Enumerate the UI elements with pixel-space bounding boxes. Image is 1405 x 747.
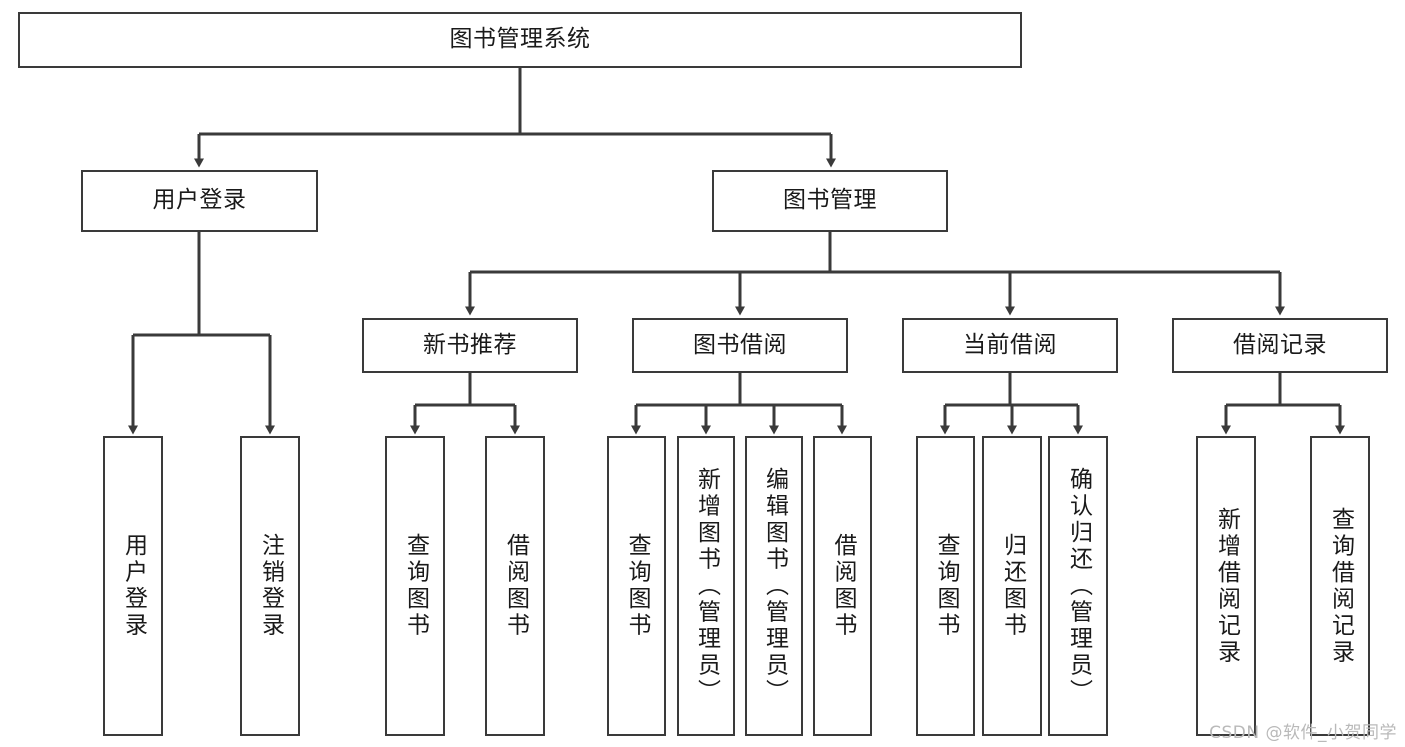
node-current-borrow[interactable]: 当前借阅: [902, 318, 1118, 373]
node-leaf-query-book-cur[interactable]: 查询图书: [916, 436, 975, 736]
node-leaf-borrow-book-rec-label: 借阅图书: [502, 533, 529, 639]
node-leaf-confirm-return[interactable]: 确认归还（管理员）: [1048, 436, 1108, 736]
node-leaf-user-login-label: 用户登录: [120, 533, 147, 639]
node-leaf-borrow-book-label: 借阅图书: [830, 533, 856, 639]
node-book-manage-label: 图书管理: [783, 187, 877, 214]
node-leaf-query-book[interactable]: 查询图书: [607, 436, 666, 736]
node-leaf-user-login[interactable]: 用户登录: [103, 436, 163, 736]
node-leaf-query-book-rec[interactable]: 查询图书: [385, 436, 445, 736]
node-leaf-query-book-cur-label: 查询图书: [933, 533, 959, 639]
node-book-borrow-label: 图书借阅: [693, 331, 787, 358]
node-leaf-query-record-label: 查询借阅记录: [1327, 506, 1354, 666]
node-user-login[interactable]: 用户登录: [81, 170, 318, 232]
node-root-label: 图书管理系统: [449, 26, 591, 53]
node-leaf-add-book-label: 新增图书（管理员）: [693, 466, 720, 706]
node-leaf-query-record[interactable]: 查询借阅记录: [1310, 436, 1370, 736]
node-leaf-return-book-label: 归还图书: [999, 533, 1026, 639]
node-new-book-rec[interactable]: 新书推荐: [362, 318, 578, 373]
node-leaf-confirm-return-label: 确认归还（管理员）: [1065, 466, 1092, 706]
node-book-borrow[interactable]: 图书借阅: [632, 318, 848, 373]
node-borrow-record-label: 借阅记录: [1233, 331, 1327, 358]
node-borrow-record[interactable]: 借阅记录: [1172, 318, 1388, 373]
node-user-login-label: 用户登录: [152, 187, 247, 214]
node-current-borrow-label: 当前借阅: [963, 331, 1057, 358]
node-leaf-add-record-label: 新增借阅记录: [1213, 506, 1240, 666]
node-leaf-logout-label: 注销登录: [257, 533, 284, 639]
node-leaf-query-book-label: 查询图书: [624, 533, 650, 639]
node-leaf-query-book-rec-label: 查询图书: [402, 533, 429, 639]
node-leaf-borrow-book[interactable]: 借阅图书: [813, 436, 872, 736]
node-leaf-add-book[interactable]: 新增图书（管理员）: [677, 436, 735, 736]
node-leaf-add-record[interactable]: 新增借阅记录: [1196, 436, 1256, 736]
node-leaf-edit-book-label: 编辑图书（管理员）: [761, 466, 788, 706]
node-book-manage[interactable]: 图书管理: [712, 170, 948, 232]
node-leaf-logout[interactable]: 注销登录: [240, 436, 300, 736]
node-leaf-edit-book[interactable]: 编辑图书（管理员）: [745, 436, 803, 736]
node-new-book-rec-label: 新书推荐: [423, 331, 517, 358]
node-root[interactable]: 图书管理系统: [18, 12, 1022, 68]
node-leaf-return-book[interactable]: 归还图书: [982, 436, 1042, 736]
node-leaf-borrow-book-rec[interactable]: 借阅图书: [485, 436, 545, 736]
